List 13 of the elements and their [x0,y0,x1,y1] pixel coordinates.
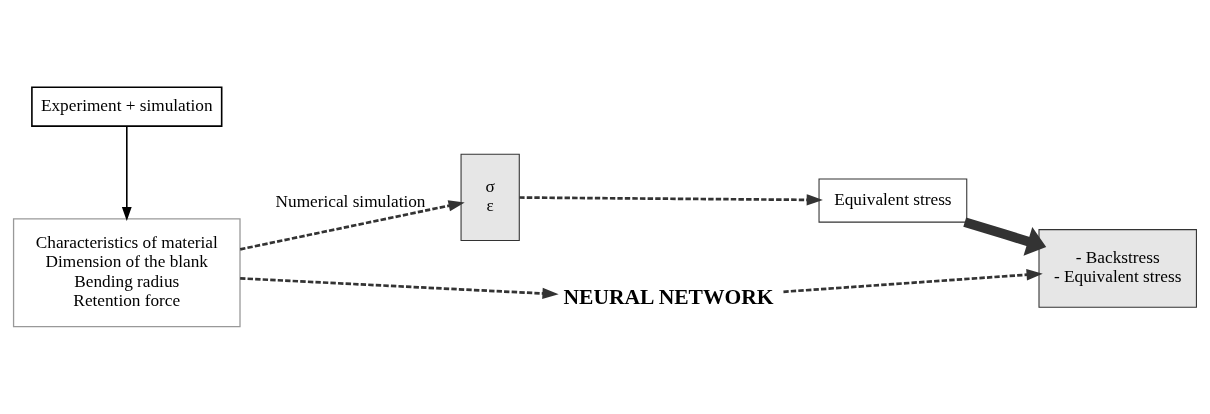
arrow [240,277,559,300]
arrow [519,194,823,206]
node-box: Characteristics of material Dimension of the blank Bending radius Retention force [12,218,241,328]
node-box: Experiment + simulation [31,86,223,127]
arrow [963,217,1047,256]
arrow [783,269,1043,294]
node-box: Equivalent stress [818,178,968,223]
node-box: - Backstress - Equivalent stress [1038,229,1197,308]
arrow [239,200,465,251]
arrow [121,125,132,222]
node-text: NEURAL NETWORK [563,285,774,310]
edge-label: Numerical simulation [275,191,426,211]
node-box: σ ε [460,153,520,241]
